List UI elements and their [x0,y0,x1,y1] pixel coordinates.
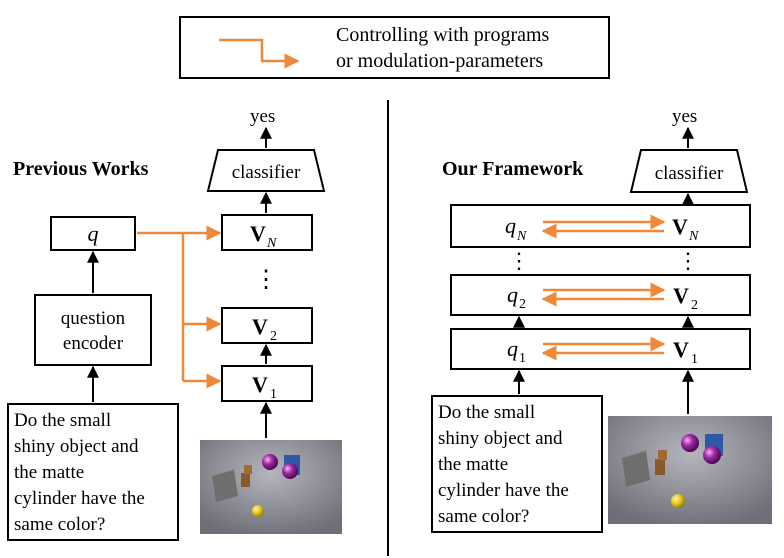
right-question-line-2: shiny object and [438,428,563,449]
right-v1-label: V [673,337,689,362]
right-question-line-5: same color? [438,506,529,527]
left-ellipsis: ⋮ [254,267,278,293]
legend-line-1: Controlling with programs [336,24,550,46]
left-v1-label: V [252,372,268,397]
legend-box [179,16,610,79]
left-output-label: yes [250,106,275,127]
right-q2-label: q [507,282,518,307]
left-vn-label: V [250,221,266,246]
left-encoder-line-2: encoder [63,333,124,354]
legend-line-2: or modulation-parameters [336,50,543,72]
right-q1-subscript: 1 [519,351,526,366]
right-v1-subscript: 1 [691,352,698,367]
right-output-label: yes [672,106,697,127]
left-question-line-4: cylinder have the [14,488,145,509]
right-scene-image [608,416,772,524]
left-question-line-5: same color? [14,514,105,535]
left-control-arrows [137,225,222,389]
left-panel: Previous Works yes classifier V N ⋮ V 2 … [7,106,342,541]
left-v2-box [221,307,313,344]
left-classifier-label: classifier [232,162,301,183]
right-vn-label: V [672,214,688,239]
left-question-encoder-box [34,294,152,366]
right-q2-subscript: 2 [519,297,526,312]
right-panel-title: Our Framework [442,158,584,180]
right-v2-subscript: 2 [691,298,698,313]
left-question-line-1: Do the small [14,410,111,431]
legend-control-arrow [219,38,300,69]
right-layer-1-control-arrows [541,336,666,361]
right-layer-n-box [450,204,751,248]
legend: Controlling with programs or modulation-… [179,16,610,79]
right-qn-subscript: N [516,229,527,244]
right-panel: Our Framework yes classifier q N V N ⋮ ⋮… [431,106,772,533]
right-question-line-3: the matte [438,454,508,475]
right-question-line-1: Do the small [438,402,535,423]
left-vn-box [221,214,313,251]
right-v2-label: V [673,283,689,308]
left-scene-image [200,440,342,534]
left-encoder-line-1: question [61,308,126,329]
left-panel-title: Previous Works [13,158,149,180]
left-v1-subscript: 1 [270,387,277,402]
left-question-box [7,403,179,541]
left-question-line-3: the matte [14,462,84,483]
left-classifier-box [206,149,326,192]
left-v1-box [221,365,313,402]
right-question-box [431,395,603,533]
right-layer-1-box [450,328,751,370]
right-classifier-label: classifier [655,163,724,184]
right-q1-label: q [507,336,518,361]
right-vn-subscript: N [688,229,699,244]
right-left-ellipsis: ⋮ [508,248,530,273]
left-vn-subscript: N [266,236,277,251]
left-q-label: q [88,221,99,246]
right-question-line-4: cylinder have the [438,480,569,501]
right-layer-2-box [450,274,751,316]
right-classifier-box [629,149,749,193]
left-v2-label: V [252,314,268,339]
left-q-box [50,216,136,251]
right-layer-n-control-arrows [541,214,666,239]
right-qn-label: q [505,213,516,238]
left-v2-subscript: 2 [270,329,277,344]
right-right-ellipsis: ⋮ [677,248,699,273]
right-layer-2-control-arrows [541,282,666,307]
left-question-line-2: shiny object and [14,436,139,457]
